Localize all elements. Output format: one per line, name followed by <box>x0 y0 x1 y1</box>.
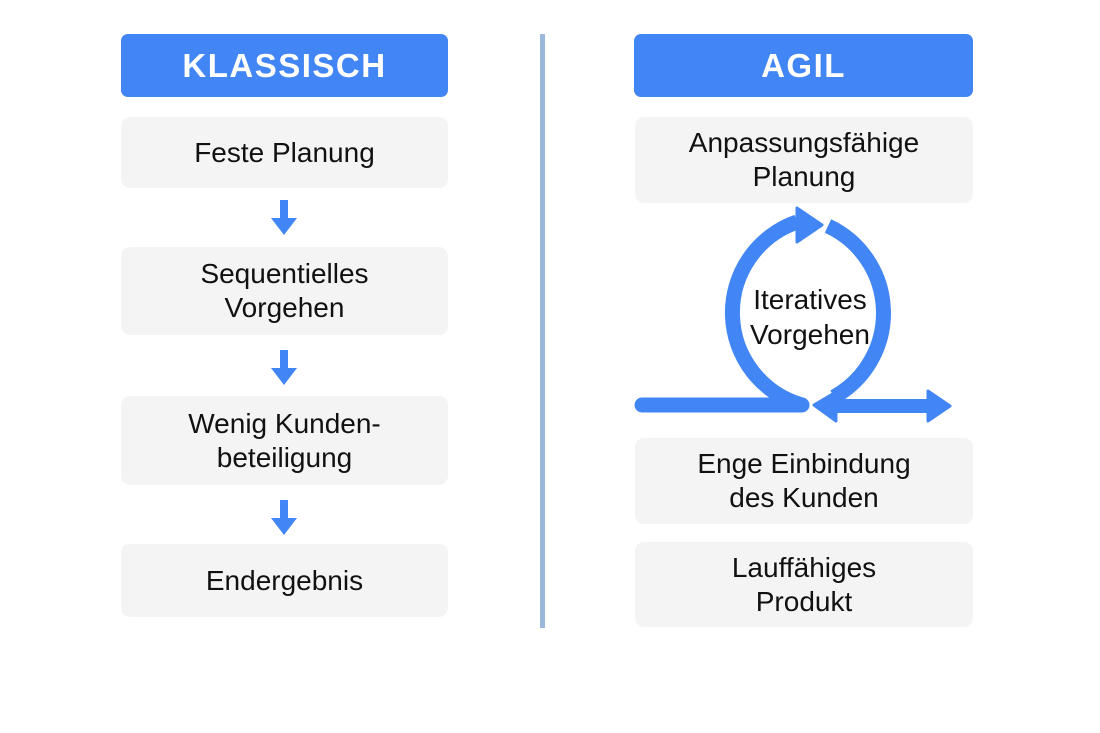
classic-step-sequential: Sequentielles Vorgehen <box>121 247 448 335</box>
iteration-cycle-icon <box>634 206 952 423</box>
column-divider <box>540 34 545 628</box>
agile-title: AGIL <box>761 46 846 84</box>
agile-step-adaptive-planning: Anpassungsfähige Planung <box>635 117 973 203</box>
agile-header: AGIL <box>634 34 973 97</box>
cycle-label: Iteratives Vorgehen <box>750 284 870 350</box>
agile-step-customer-involvement: Enge Einbindung des Kunden <box>635 438 973 524</box>
arrow-down-icon <box>271 500 297 535</box>
classic-header: KLASSISCH <box>121 34 448 97</box>
classic-step-final-result: Endergebnis <box>121 544 448 617</box>
classic-step-fixed-planning: Feste Planung <box>121 117 448 188</box>
arrow-down-icon <box>271 350 297 385</box>
classic-step-low-customer-involvement: Wenig Kunden- beteiligung <box>121 396 448 485</box>
arrow-down-icon <box>271 200 297 235</box>
classic-title: KLASSISCH <box>182 46 387 84</box>
agile-step-working-product: Lauffähiges Produkt <box>635 542 973 627</box>
